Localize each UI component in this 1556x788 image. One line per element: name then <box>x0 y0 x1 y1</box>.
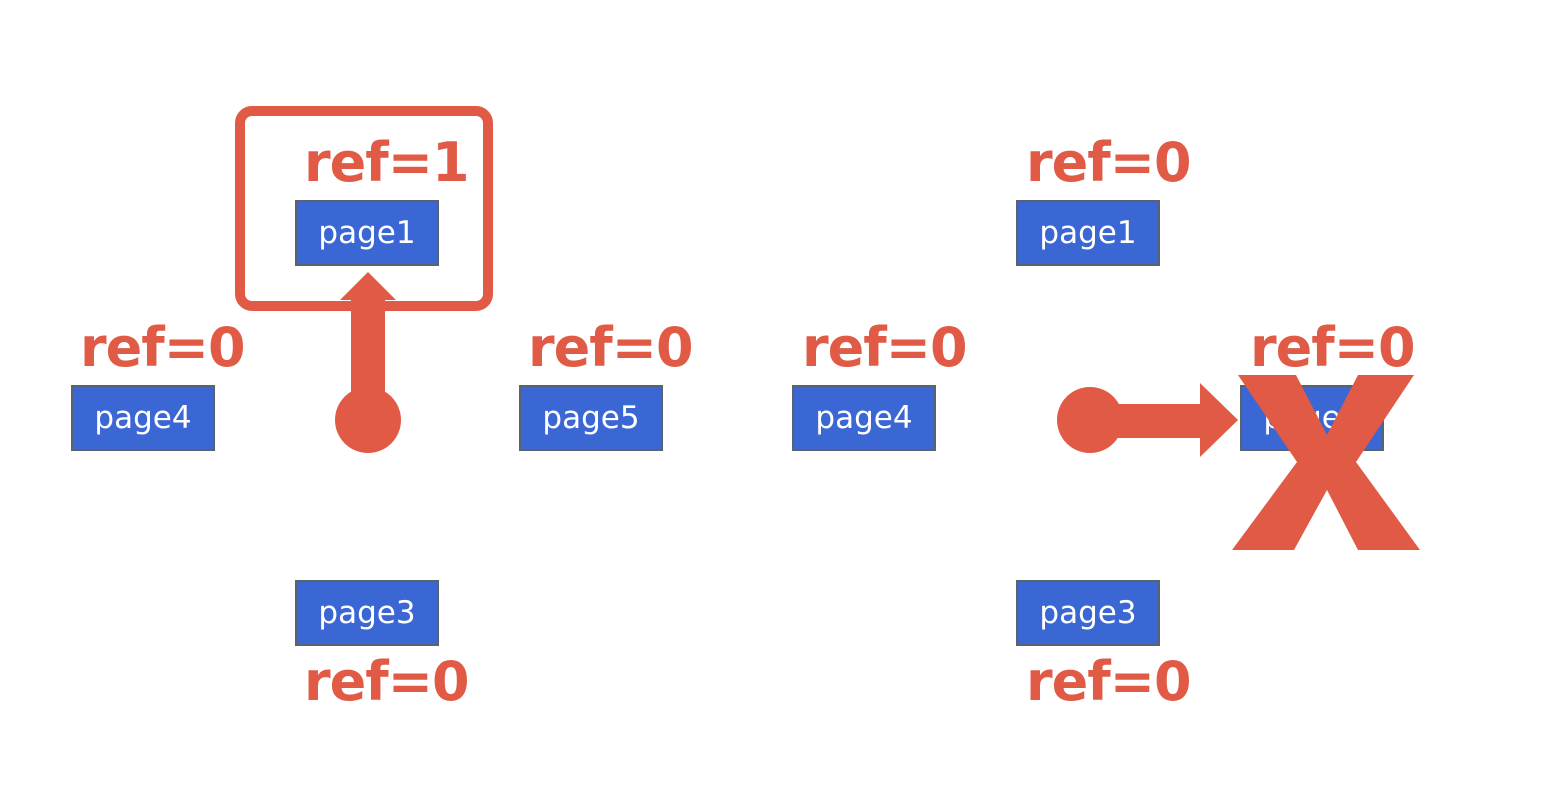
right-page4-ref-label: ref=0 <box>802 316 968 379</box>
right-page3-ref-label: ref=0 <box>1026 650 1192 713</box>
left-page3-box: page3 <box>295 580 439 646</box>
left-page1-box: page1 <box>295 200 439 266</box>
left-page3-ref-label: ref=0 <box>304 650 470 713</box>
clock-hand-up-icon <box>335 272 401 453</box>
left-page5-ref-label: ref=0 <box>528 316 694 379</box>
right-page5-ref-label: ref=0 <box>1250 316 1416 379</box>
right-page1-box: page1 <box>1016 200 1160 266</box>
left-page4-box: page4 <box>71 385 215 451</box>
left-page1-ref-label: ref=1 <box>304 131 470 194</box>
right-page5-box: page5 <box>1240 385 1384 451</box>
right-page3-box: page3 <box>1016 580 1160 646</box>
right-page1-ref-label: ref=0 <box>1026 131 1192 194</box>
clock-hand-right-icon <box>1057 383 1238 457</box>
left-page4-ref-label: ref=0 <box>80 316 246 379</box>
right-page4-box: page4 <box>792 385 936 451</box>
left-page5-box: page5 <box>519 385 663 451</box>
